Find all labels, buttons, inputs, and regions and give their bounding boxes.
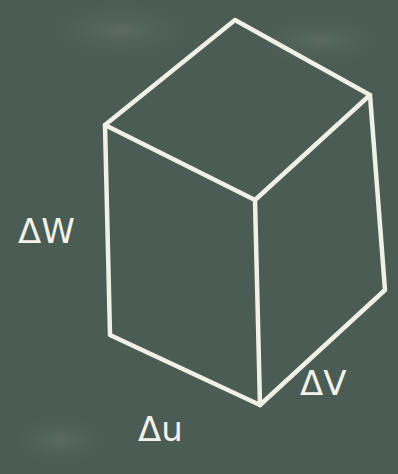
edge-label-v: ΔV	[300, 366, 347, 400]
edge-label-w: ΔW	[18, 214, 75, 248]
edge-label-u: Δu	[138, 412, 183, 446]
chalk-smudge	[30, 0, 210, 65]
rectangular-box	[105, 20, 385, 405]
top-face	[105, 20, 370, 200]
chalk-smudge	[0, 410, 120, 470]
chalk-smudge	[240, 10, 398, 70]
right-face	[260, 95, 385, 405]
front-face	[105, 125, 260, 405]
